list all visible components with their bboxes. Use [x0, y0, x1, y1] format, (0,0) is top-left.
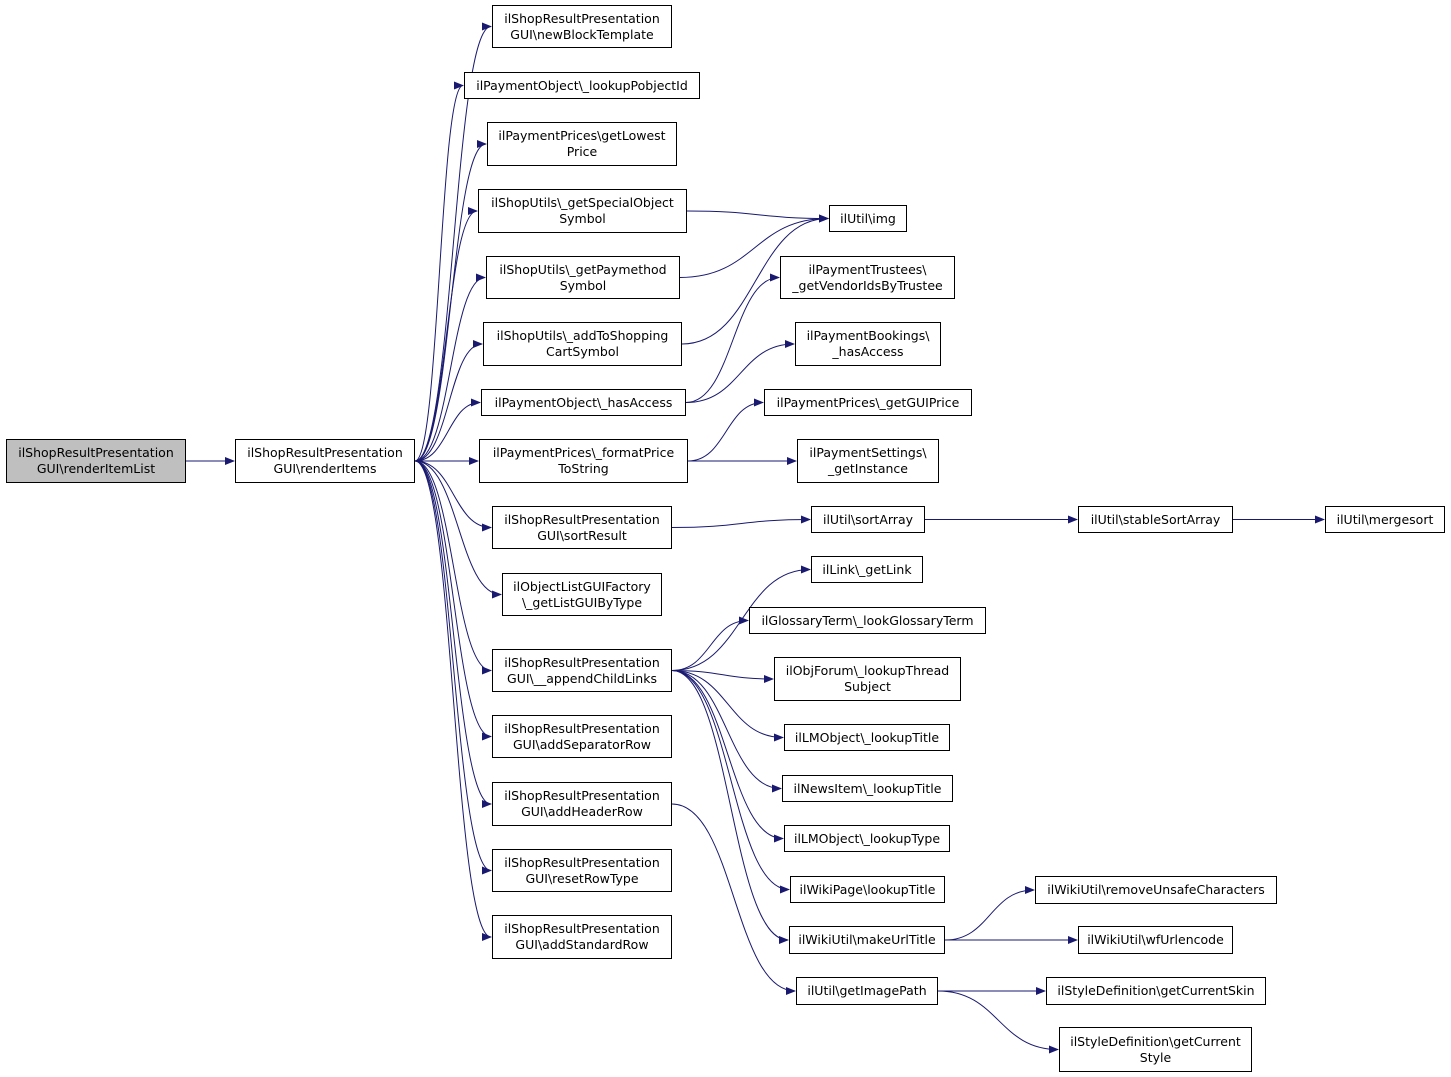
node-add-standard-row[interactable]: ilShopResultPresentation GUI\addStandard… [492, 915, 672, 959]
node-lookup-thread-subject[interactable]: ilObjForum\_lookupThread Subject [774, 657, 961, 701]
node-mergesort[interactable]: ilUtil\mergesort [1325, 506, 1445, 533]
node-remove-unsafe-characters[interactable]: ilWikiUtil\removeUnsafeCharacters [1035, 876, 1277, 904]
node-payment-object-has-access[interactable]: ilPaymentObject\_hasAccess [481, 389, 686, 416]
node-lookup-pobject-id[interactable]: ilPaymentObject\_lookupPobjectId [464, 72, 700, 99]
node-wiki-lookup-title[interactable]: ilWikiPage\lookupTitle [790, 876, 945, 903]
edge-appendChildLinks-to-lookupThreadSubject [671, 670, 774, 683]
edge-appendChildLinks-to-lmLookupTitle [671, 670, 784, 742]
node-util-img[interactable]: ilUtil\img [829, 205, 907, 232]
node-get-instance[interactable]: ilPaymentSettings\ _getInstance [797, 439, 939, 483]
node-get-list-gui-by-type[interactable]: ilObjectListGUIFactory \_getListGUIByTyp… [502, 573, 662, 616]
node-bookings-has-access[interactable]: ilPaymentBookings\ _hasAccess [795, 322, 941, 366]
edge-appendChildLinks-to-lookGlossaryTerm [671, 616, 749, 671]
edge-paymentObjectHasAccess-to-bookingsHasAccess [685, 340, 795, 403]
node-append-child-links[interactable]: ilShopResultPresentation GUI\__appendChi… [492, 649, 672, 692]
edge-renderItems-to-addStandardRow [414, 460, 492, 941]
node-reset-row-type[interactable]: ilShopResultPresentation GUI\resetRowTyp… [492, 849, 672, 892]
node-add-header-row[interactable]: ilShopResultPresentation GUI\addHeaderRo… [492, 782, 672, 826]
node-news-lookup-title[interactable]: ilNewsItem\_lookupTitle [782, 775, 953, 802]
node-make-url-title[interactable]: ilWikiUtil\makeUrlTitle [789, 926, 945, 954]
node-get-current-style[interactable]: ilStyleDefinition\getCurrent Style [1059, 1027, 1252, 1072]
edge-renderItems-to-addToShoppingCartSymbol [414, 340, 483, 462]
edge-getPaymethodSymbol-to-utilImg [679, 214, 829, 278]
edge-addHeaderRow-to-getImagePath [671, 803, 796, 995]
edge-renderItems-to-sortResult [414, 460, 492, 532]
node-lm-lookup-type[interactable]: ilLMObject\_lookupType [784, 825, 950, 852]
node-wf-urlencode[interactable]: ilWikiUtil\wfUrlencode [1078, 926, 1233, 954]
edge-renderItems-to-newBlockTemplate [414, 22, 492, 462]
node-stable-sort-array[interactable]: ilUtil\stableSortArray [1078, 506, 1233, 533]
node-render-items[interactable]: ilShopResultPresentation GUI\renderItems [235, 439, 415, 483]
node-get-special-object-symbol[interactable]: ilShopUtils\_getSpecialObject Symbol [478, 189, 687, 233]
edge-sortResult-to-sortArray [671, 515, 811, 528]
edge-makeUrlTitle-to-removeUnsafeCharacters [944, 886, 1035, 941]
edge-addToShoppingCartSymbol-to-utilImg [681, 214, 829, 345]
node-add-to-shopping-cart-symbol[interactable]: ilShopUtils\_addToShopping CartSymbol [483, 322, 682, 366]
node-get-vendor-ids-by-trustee[interactable]: ilPaymentTrustees\ _getVendorIdsByTruste… [780, 256, 955, 299]
edge-appendChildLinks-to-lmLookupType [671, 670, 784, 843]
node-look-glossary-term[interactable]: ilGlossaryTerm\_lookGlossaryTerm [749, 607, 986, 634]
edge-renderItems-to-getListGUIByType [414, 460, 502, 599]
edge-appendChildLinks-to-newsLookupTitle [671, 670, 782, 793]
node-lm-lookup-title[interactable]: ilLMObject\_lookupTitle [784, 724, 950, 751]
edge-renderItems-to-getSpecialObjectSymbol [414, 207, 478, 462]
edge-paymentObjectHasAccess-to-getVendorIdsByTrustee [685, 273, 780, 403]
node-render-item-list[interactable]: ilShopResultPresentation GUI\renderItemL… [6, 439, 186, 483]
node-get-link[interactable]: ilLink\_getLink [811, 556, 923, 583]
edge-renderItems-to-addSeparatorRow [414, 460, 492, 741]
node-get-current-skin[interactable]: ilStyleDefinition\getCurrentSkin [1046, 977, 1266, 1005]
node-format-price-to-string[interactable]: ilPaymentPrices\_formatPrice ToString [479, 439, 688, 483]
node-new-block-template[interactable]: ilShopResultPresentation GUI\newBlockTem… [492, 5, 672, 48]
edge-appendChildLinks-to-makeUrlTitle [671, 670, 789, 944]
edge-renderItems-to-getPaymethodSymbol [414, 273, 486, 462]
edge-getSpecialObjectSymbol-to-utilImg [686, 210, 829, 223]
node-get-paymethod-symbol[interactable]: ilShopUtils\_getPaymethod Symbol [486, 256, 680, 299]
node-get-image-path[interactable]: ilUtil\getImagePath [796, 977, 938, 1005]
edge-renderItems-to-lookupPobjectId [414, 81, 464, 462]
edge-renderItems-to-resetRowType [414, 460, 492, 875]
edge-formatPriceToString-to-getGUIPrice [687, 398, 764, 462]
node-sort-array[interactable]: ilUtil\sortArray [811, 506, 925, 533]
edge-renderItems-to-appendChildLinks [414, 460, 492, 675]
edge-getImagePath-to-getCurrentStyle [937, 990, 1059, 1054]
node-get-lowest-price[interactable]: ilPaymentPrices\getLowest Price [487, 122, 677, 166]
edge-renderItems-to-addHeaderRow [414, 460, 492, 808]
edge-renderItems-to-paymentObjectHasAccess [414, 398, 481, 462]
edge-appendChildLinks-to-wikiLookupTitle [671, 670, 790, 894]
node-get-gui-price[interactable]: ilPaymentPrices\_getGUIPrice [764, 389, 972, 416]
node-add-separator-row[interactable]: ilShopResultPresentation GUI\addSeparato… [492, 715, 672, 758]
node-sort-result[interactable]: ilShopResultPresentation GUI\sortResult [492, 506, 672, 549]
